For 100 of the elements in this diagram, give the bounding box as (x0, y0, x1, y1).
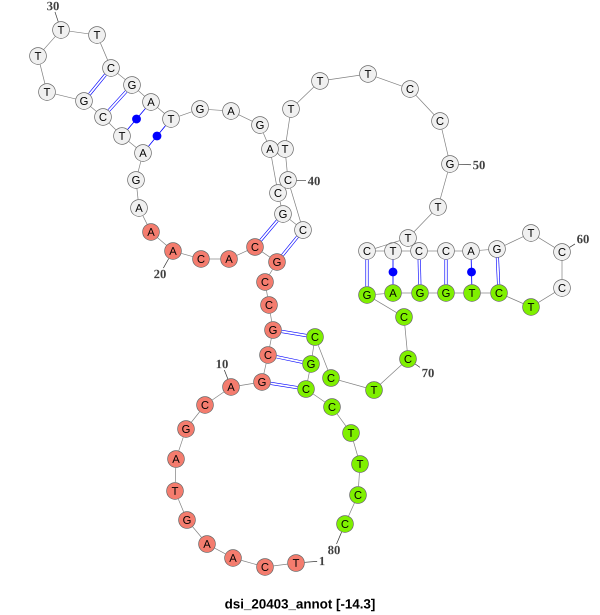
base-pair-line (148, 125, 166, 147)
leader-line (296, 180, 306, 182)
backbone-line (157, 237, 167, 246)
backbone-line (290, 188, 301, 222)
base-pair-line (281, 236, 299, 256)
backbone-line (380, 364, 402, 384)
leader-line (163, 258, 170, 268)
base-pair-line (444, 260, 448, 284)
backbone-line (138, 90, 145, 97)
position-number: 50 (473, 160, 485, 170)
backbone-line (90, 106, 97, 112)
position-number: 30 (47, 2, 59, 10)
backbone-line (401, 292, 412, 294)
backbone-line (209, 258, 221, 260)
backbone-line (55, 94, 76, 100)
backbone-line (69, 30, 89, 34)
position-number: 70 (422, 368, 434, 378)
base-pair-line (88, 74, 107, 96)
backbone-line (376, 76, 402, 86)
position-number: 10 (216, 360, 228, 368)
backbone-line (266, 290, 268, 297)
backbone-line (427, 250, 438, 252)
base-pair-line (496, 258, 500, 284)
backbone-line (318, 344, 328, 370)
backbone-line (454, 292, 464, 294)
backbone-line (271, 157, 277, 185)
backbone-line (404, 325, 408, 351)
backbone-line (108, 122, 116, 130)
backbone-line (178, 498, 184, 512)
position-number: 40 (308, 176, 320, 186)
backbone-line (538, 292, 555, 303)
backbone-line (506, 296, 524, 304)
backbone-line (286, 117, 290, 141)
backbone-line (212, 392, 224, 400)
base-pair-line (108, 90, 128, 112)
backbone-line (43, 36, 56, 50)
backbone-line (353, 441, 358, 456)
backbone-line (336, 414, 346, 426)
backbone-line (280, 201, 282, 206)
backbone-line (178, 436, 184, 452)
caption: dsi_20403_annot [-14.3] (225, 598, 375, 612)
base-pair-line (365, 260, 369, 286)
base-pair-line (418, 260, 422, 284)
backbone-line (428, 292, 438, 294)
backbone-line (263, 132, 267, 142)
backbone-line (454, 250, 463, 252)
backbone-line (157, 107, 165, 114)
backbone-line (480, 292, 491, 294)
backbone-line (100, 42, 108, 60)
base-pair-line (127, 108, 146, 130)
backbone-line (238, 114, 252, 122)
base-pair-line (276, 355, 303, 364)
backbone-line (289, 219, 297, 225)
leader-line (54, 12, 59, 22)
leader-line (224, 370, 228, 380)
backbone-line (375, 250, 385, 252)
backbone-line (358, 472, 360, 487)
backbone-line (136, 188, 138, 200)
backbone-line (442, 129, 448, 156)
backbone-line (138, 161, 142, 172)
backbone-line (504, 236, 524, 246)
backbone-line (270, 313, 272, 322)
leader-line (458, 164, 472, 166)
base-pair-line (281, 330, 307, 338)
backbone-line (174, 467, 176, 483)
backbone-line (348, 502, 355, 516)
leader-line (336, 532, 342, 544)
backbone-line (269, 269, 273, 275)
position-number: 20 (154, 270, 166, 278)
backbone-line (214, 548, 226, 554)
base-pair-line (388, 259, 398, 285)
backbone-line (236, 250, 248, 256)
backbone-line (416, 95, 434, 115)
backbone-line (181, 253, 193, 257)
backbone-line (538, 237, 555, 248)
base-pair-line (259, 220, 279, 242)
backbone-line (128, 141, 137, 148)
backbone-line (374, 299, 397, 313)
backbone-line (440, 172, 448, 199)
leader-line (414, 364, 420, 368)
backbone-line (117, 73, 126, 80)
position-number: 60 (577, 234, 589, 244)
backbone-line (262, 252, 270, 258)
backbone-line (285, 157, 288, 172)
backbone-line (264, 363, 266, 374)
backbone-line (239, 383, 254, 386)
backbone-line (307, 372, 310, 381)
backbone-line (40, 64, 46, 84)
position-number: 1 (320, 556, 324, 566)
backbone-line (414, 212, 432, 232)
base-pair-line (467, 259, 476, 285)
backbone-line (339, 380, 366, 388)
backbone-line (241, 560, 257, 565)
backbone-line (375, 293, 385, 295)
leader-line (569, 244, 576, 248)
backbone-line (296, 86, 314, 104)
backbone-line (178, 112, 192, 116)
backbone-line (328, 74, 360, 80)
backbone-line (142, 215, 148, 225)
backbone-line (479, 249, 489, 251)
